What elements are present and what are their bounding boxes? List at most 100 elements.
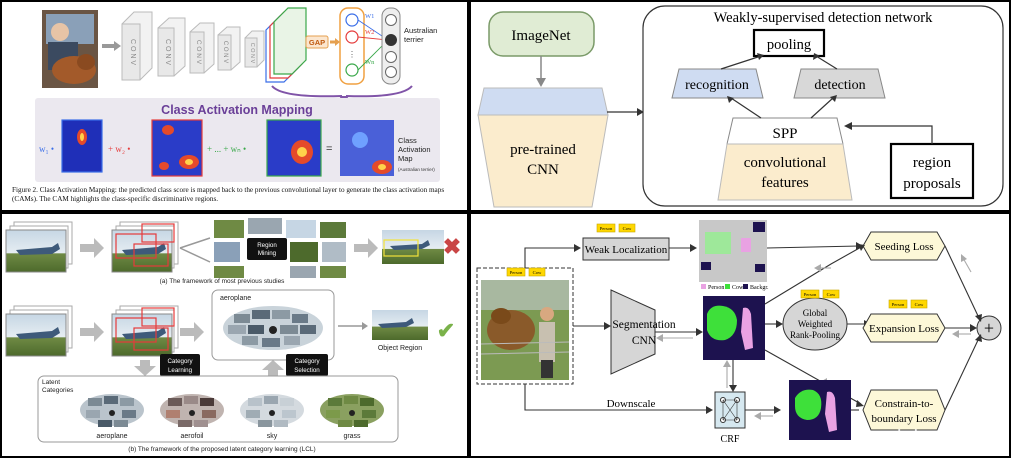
- svg-text:convolutional: convolutional: [744, 155, 827, 171]
- svg-text:Cow: Cow: [533, 270, 542, 275]
- arrow-b2: [180, 322, 204, 342]
- svg-text:Cow: Cow: [827, 292, 836, 297]
- svg-text:Person: Person: [892, 302, 905, 307]
- svg-text:SPP: SPP: [772, 126, 797, 142]
- svg-text:Person: Person: [600, 226, 613, 231]
- gap-box: [305, 35, 329, 49]
- svg-text:⋮: ⋮: [348, 50, 356, 59]
- svg-text:C O N V: C O N V: [164, 39, 171, 65]
- cam-map-label: Class Activation Map: [398, 136, 433, 163]
- svg-text:C O N V: C O N V: [195, 40, 202, 65]
- svg-text:Person: Person: [804, 292, 817, 297]
- svg-text:aerofoil: aerofoil: [181, 433, 204, 440]
- lcl-diagram: Region Mining ✖ (a) The framework of mos…: [5, 218, 461, 453]
- svg-text:C O N V: C O N V: [249, 43, 255, 64]
- cluster-aerofoil: [160, 394, 224, 427]
- svg-text:(Australian terrier): (Australian terrier): [398, 167, 435, 172]
- wsd-panel: ImageNet pre-trained CNN Weakly-supervis…: [471, 2, 1009, 210]
- conv-block-1: C O N V: [121, 11, 153, 81]
- svg-text:(b) The framework of the propo: (b) The framework of the proposed latent…: [128, 446, 315, 453]
- svg-text:Global: Global: [803, 308, 828, 318]
- svg-text:region: region: [913, 155, 952, 171]
- cam-panel: C O N V C O N V C O N V C O N V C O N V: [2, 2, 467, 210]
- svg-text:sky: sky: [267, 433, 278, 440]
- svg-text:Object Region: Object Region: [378, 345, 422, 352]
- svg-text:Wn: Wn: [365, 59, 375, 66]
- check-icon: ✔: [437, 318, 455, 343]
- svg-text:w₁ •: w₁ •: [39, 144, 54, 154]
- svg-text:pre-trained: pre-trained: [510, 142, 576, 158]
- svg-text:Categories: Categories: [42, 387, 74, 394]
- segmentation-output: [703, 296, 765, 360]
- recognition-box: [671, 68, 764, 99]
- conv-features-box: [717, 143, 853, 201]
- sec-panel: Person Cow Downscale Weak Localization P…: [471, 214, 1009, 456]
- svg-text:CNN: CNN: [527, 162, 559, 178]
- svg-text:Latent: Latent: [42, 379, 60, 386]
- conv-block-3: C O N V: [189, 22, 215, 74]
- arrow-a1: [80, 238, 104, 258]
- svg-text:(a) The framework of most prev: (a) The framework of most previous studi…: [160, 278, 286, 285]
- svg-text:Cow: Cow: [915, 302, 924, 307]
- svg-text:+ w₂ •: + w₂ •: [108, 144, 130, 154]
- svg-text:C O N V: C O N V: [129, 39, 136, 65]
- input-photo-person-cow: [480, 280, 570, 380]
- tag-person-input: [506, 267, 526, 277]
- input-photo-dog: [42, 10, 98, 88]
- figure-caption: Figure 2. Class Activation Mapping: the …: [12, 186, 445, 203]
- cluster-aeroplane: [80, 394, 144, 427]
- svg-text:pooling: pooling: [767, 37, 811, 53]
- svg-text:CNN: CNN: [632, 335, 657, 347]
- cam-diagram: C O N V C O N V C O N V C O N V C O N V: [35, 7, 440, 182]
- crf-output: [789, 380, 851, 440]
- svg-text:CRF: CRF: [721, 434, 740, 445]
- svg-text:Downscale: Downscale: [607, 398, 656, 410]
- svg-text:GAP: GAP: [309, 38, 325, 47]
- svg-text:+ ... + wₙ •: + ... + wₙ •: [207, 144, 246, 154]
- svg-text:C O N V: C O N V: [222, 41, 228, 63]
- pretrained-cnn: [477, 114, 609, 208]
- svg-text:Weak Localization: Weak Localization: [585, 244, 668, 256]
- cam-box: [35, 98, 440, 182]
- sec-diagram: Person Cow Downscale Weak Localization P…: [476, 220, 1002, 445]
- category-selection-label-box: [286, 354, 328, 376]
- arrow-category-selection: [262, 360, 284, 378]
- expansion-loss-box: [862, 313, 946, 343]
- aeroplane-cluster: [223, 306, 323, 350]
- conv-block-5: C O N V: [244, 30, 265, 68]
- svg-text:Weakly-supervised detection ne: Weakly-supervised detection network: [714, 10, 933, 26]
- pooling-box: [752, 28, 826, 58]
- cam-title: Class Activation Mapping: [161, 103, 313, 117]
- svg-text:detection: detection: [814, 78, 865, 93]
- svg-text:Person: Person: [510, 270, 523, 275]
- svg-text:Person: Person: [708, 285, 724, 291]
- conv-block-4: C O N V: [217, 26, 241, 71]
- svg-text:Category: Category: [294, 358, 320, 365]
- cluster-grass: [320, 394, 384, 427]
- svg-text:boundary Loss: boundary Loss: [871, 413, 936, 425]
- category-learning-label-box: [160, 354, 200, 376]
- svg-text:Rank-Pooling: Rank-Pooling: [790, 330, 841, 340]
- svg-text:Selection: Selection: [294, 367, 320, 374]
- tag-cow-input: [528, 267, 546, 277]
- svg-text:Constrain-to-: Constrain-to-: [875, 398, 934, 410]
- svg-text:+: +: [984, 318, 994, 338]
- svg-text:Seeding Loss: Seeding Loss: [875, 241, 934, 253]
- svg-text:recognition: recognition: [685, 78, 749, 93]
- svg-text:aeroplane: aeroplane: [220, 295, 251, 302]
- svg-text:Cow: Cow: [732, 285, 744, 291]
- cluster-sky: [240, 394, 304, 427]
- svg-text:W2: W2: [365, 29, 374, 36]
- gap-vector: [339, 7, 365, 85]
- svg-text:aeroplane: aeroplane: [96, 433, 127, 440]
- region-proposals-box: [889, 142, 975, 200]
- svg-text:Segmentation: Segmentation: [612, 319, 675, 331]
- svg-text:features: features: [761, 175, 809, 191]
- watermark: aiqianji.com: [885, 427, 997, 449]
- svg-text:proposals: proposals: [903, 176, 961, 192]
- input-images-a: [5, 221, 73, 273]
- wsd-diagram: ImageNet pre-trained CNN Weakly-supervis…: [477, 5, 1004, 208]
- constrain-boundary-loss-box: [862, 389, 946, 431]
- svg-text:Category: Category: [167, 358, 193, 365]
- region-mining-label-box: [247, 238, 287, 260]
